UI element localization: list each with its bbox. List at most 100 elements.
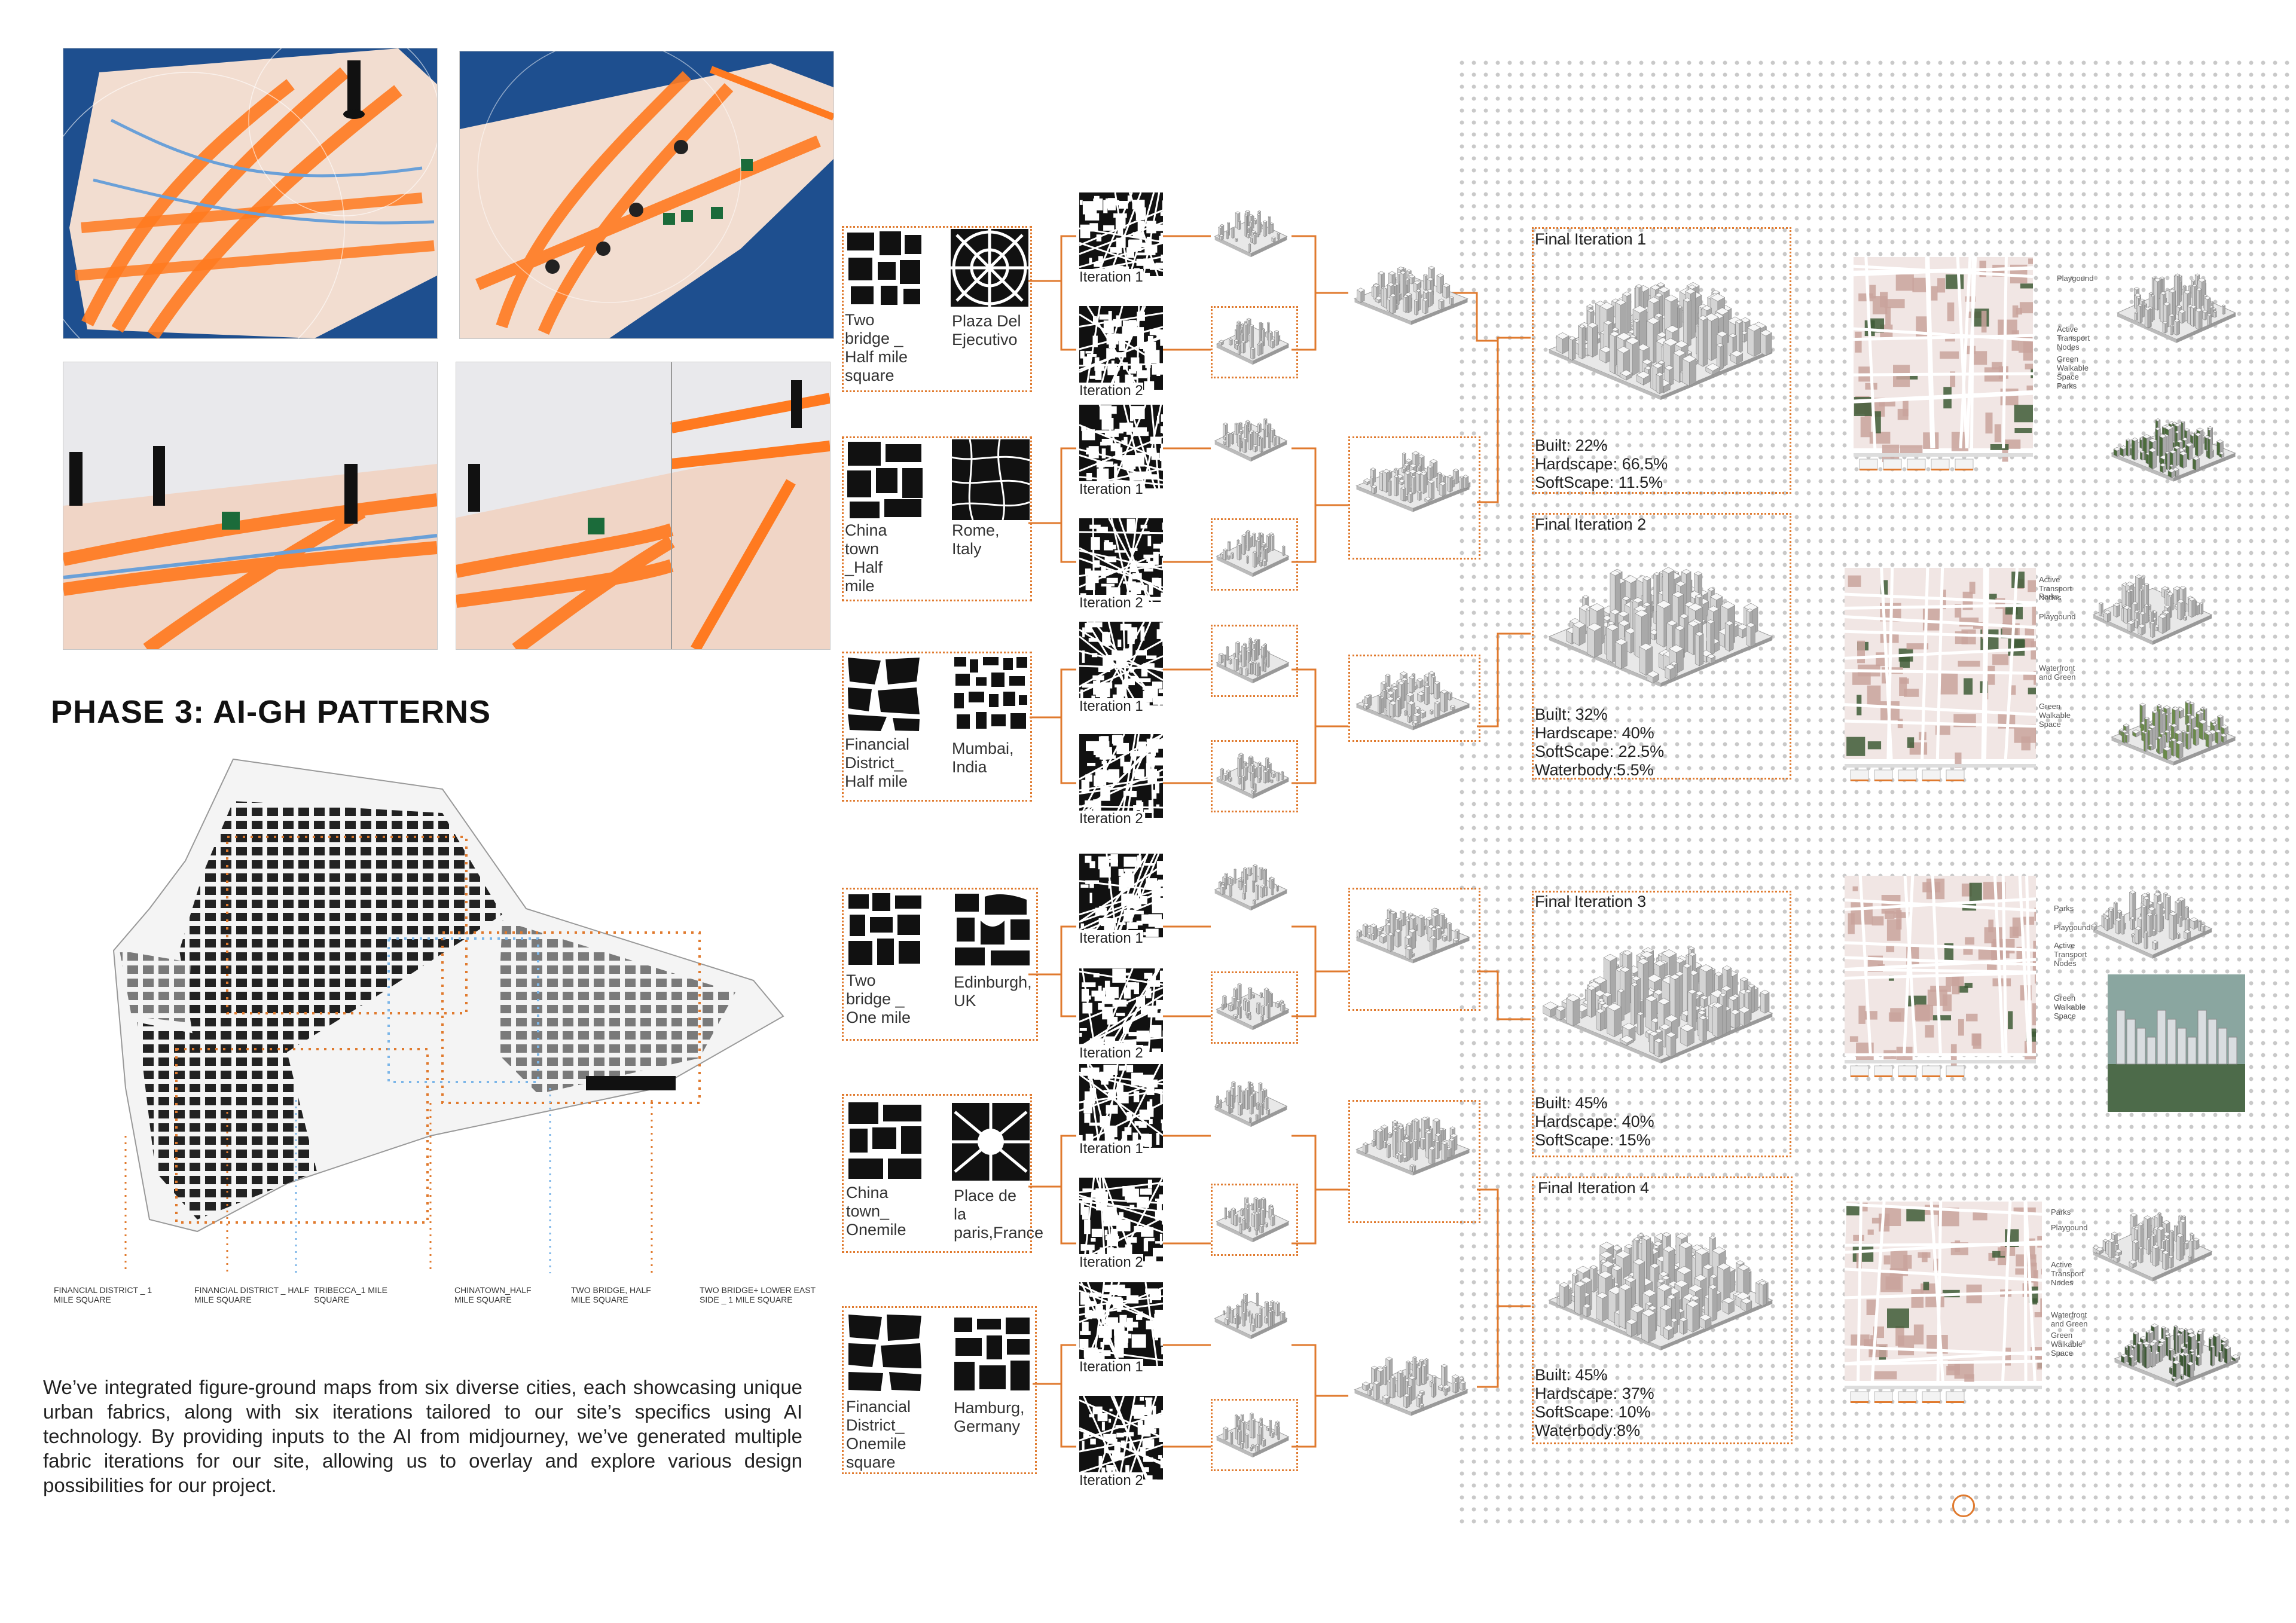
- ai-iteration-tile: Iteration 1: [1079, 192, 1175, 286]
- merged-render: [1348, 436, 1480, 560]
- legend-item: Active Transport Nodes: [2039, 575, 2072, 602]
- iteration-render: [1211, 1184, 1298, 1256]
- final-iteration-stats: Built: 45% Hardscape: 40% SoftScape: 15%: [1535, 1094, 1654, 1150]
- model-photo-3: [63, 362, 438, 650]
- stat-hardscape: Hardscape: 66.5%: [1535, 455, 1668, 473]
- final-iteration-title: Final Iteration 3: [1535, 893, 1647, 910]
- iteration-render: [1211, 1282, 1294, 1351]
- ai-iteration-tile: Iteration 2: [1079, 305, 1173, 399]
- iteration-label: Iteration 1: [1079, 698, 1143, 715]
- site-figure-ground-map: [48, 753, 801, 1273]
- city-figure-ground: [952, 891, 1033, 968]
- merged-render: [1348, 1100, 1480, 1223]
- stat-built: Built: 22%: [1535, 436, 1608, 454]
- ai-iteration-tile: Iteration 1: [1079, 621, 1170, 715]
- site-figure-ground: [846, 1312, 924, 1393]
- stat-hardscape: Hardscape: 40%: [1535, 724, 1654, 742]
- site-figure-ground: [845, 655, 923, 732]
- stat-softscape: SoftScape: 10%: [1535, 1403, 1651, 1421]
- map-label-fd-1mile: FINANCIAL DISTRICT _ 1 MILE SQUARE: [54, 1285, 152, 1304]
- iteration-label: Iteration 1: [1079, 1141, 1143, 1157]
- iteration-label: Iteration 2: [1079, 383, 1143, 399]
- stat-built: Built: 45%: [1535, 1366, 1608, 1384]
- legend-item: Playgound: [2051, 1223, 2088, 1232]
- iteration-render: [1211, 518, 1298, 591]
- input-site-label: China town_ Onemile: [846, 1184, 906, 1239]
- merged-render: [1348, 251, 1477, 341]
- merged-render: [1348, 1342, 1477, 1432]
- stat-softscape: SoftScape: 15%: [1535, 1131, 1651, 1149]
- final-iteration-title: Final Iteration 4: [1538, 1179, 1650, 1197]
- overlay-plan: [1839, 1201, 2056, 1408]
- iteration-render: [1211, 854, 1294, 922]
- merged-render: [1348, 655, 1480, 742]
- stat-softscape: SoftScape: 22.5%: [1535, 742, 1665, 760]
- ai-iteration-tile: Iteration 1: [1079, 1063, 1174, 1157]
- map-label-two-bridge-les: TWO BRIDGE+ LOWER EAST SIDE _ 1 MILE SQU…: [700, 1285, 816, 1304]
- input-city-label: Edinburgh, UK: [954, 973, 1032, 1010]
- input-city-label: Plaza Del Ejecutivo: [952, 312, 1021, 349]
- ai-iteration-tile: Iteration 2: [1079, 518, 1172, 614]
- ai-iteration-tile: Iteration 1: [1079, 853, 1173, 947]
- model-photo-1: [63, 48, 438, 339]
- ai-iteration-tile: Iteration 2: [1079, 1177, 1173, 1271]
- ai-iteration-tile: Iteration 1: [1079, 404, 1176, 501]
- green-render: [2105, 401, 2242, 499]
- legend-item: Green Walkable Space: [2054, 994, 2086, 1020]
- iteration-label: Iteration 2: [1079, 595, 1143, 612]
- iteration-label: Iteration 1: [1079, 930, 1143, 947]
- legend-item: Parks: [2054, 904, 2074, 913]
- site-figure-ground: [846, 1100, 924, 1181]
- iteration-label: Iteration 1: [1079, 269, 1143, 286]
- legend-item: Active Transport Nodes: [2054, 941, 2087, 968]
- green-render: [2108, 974, 2245, 1115]
- input-city-label: Place de la paris,France: [954, 1187, 1044, 1242]
- input-site-label: Financial District_ Half mile: [845, 735, 910, 790]
- final-iteration-stats: Built: 32% Hardscape: 40% SoftScape: 22.…: [1535, 705, 1664, 780]
- legend-item: Parks: [2039, 592, 2059, 601]
- input-city-label: Hamburg, Germany: [954, 1399, 1025, 1435]
- green-render: [2108, 1306, 2245, 1405]
- legend-item: Waterfront and Green: [2051, 1310, 2088, 1328]
- context-model: [2087, 1196, 2218, 1300]
- stat-softscape: SoftScape: 11.5%: [1535, 473, 1663, 491]
- legend-item: Active Transport Nodes: [2057, 325, 2090, 352]
- site-figure-ground: [845, 439, 926, 520]
- legend-item: Waterfront and Green: [2039, 664, 2076, 681]
- stat-waterbody: Waterbody:5.5%: [1535, 761, 1654, 779]
- city-figure-ground: [952, 1103, 1030, 1181]
- iteration-label: Iteration 2: [1079, 1045, 1143, 1062]
- legend-item: Green Walkable Space: [2051, 1331, 2083, 1358]
- iteration-render: [1211, 740, 1298, 812]
- iteration-render: [1211, 405, 1294, 473]
- context-model: [2111, 257, 2242, 362]
- ai-iteration-tile: Iteration 1: [1079, 1282, 1173, 1376]
- final-iso-model: [1537, 915, 1785, 1097]
- final-iso-model: [1537, 538, 1785, 720]
- overlay-plan: [1844, 567, 2052, 786]
- iteration-label: Iteration 2: [1079, 1472, 1143, 1489]
- legend-item: Green Walkable Space: [2057, 354, 2089, 381]
- iteration-render: [1211, 306, 1298, 378]
- final-iteration-stats: Built: 45% Hardscape: 37% SoftScape: 10%…: [1535, 1366, 1654, 1440]
- page-marker-circle: [1952, 1494, 1975, 1517]
- final-iteration-title: Final Iteration 1: [1535, 230, 1647, 248]
- input-city-label: Rome, Italy: [952, 521, 1000, 558]
- final-iso-model: [1537, 1202, 1785, 1384]
- legend-item: Parks: [2057, 381, 2077, 390]
- legend-item: Green Walkable Space: [2039, 702, 2071, 729]
- iteration-label: Iteration 2: [1079, 811, 1143, 827]
- map-label-two-bridge: TWO BRIDGE, HALF MILE SQUARE: [571, 1285, 651, 1304]
- stat-hardscape: Hardscape: 37%: [1535, 1384, 1654, 1402]
- map-label-fd-half: FINANCIAL DISTRICT _ HALF MILE SQUARE: [194, 1285, 310, 1304]
- iteration-render: [1211, 1070, 1294, 1139]
- iteration-render: [1211, 625, 1298, 697]
- input-city-label: Mumbai, India: [952, 739, 1014, 776]
- stat-built: Built: 32%: [1535, 705, 1608, 723]
- context-model: [2087, 873, 2218, 977]
- legend-item: Playgound: [2054, 923, 2091, 932]
- iteration-render: [1211, 1399, 1298, 1471]
- iteration-render: [1211, 971, 1298, 1044]
- input-site-label: Two bridge _ Half mile square: [845, 311, 908, 384]
- city-figure-ground: [952, 1315, 1033, 1393]
